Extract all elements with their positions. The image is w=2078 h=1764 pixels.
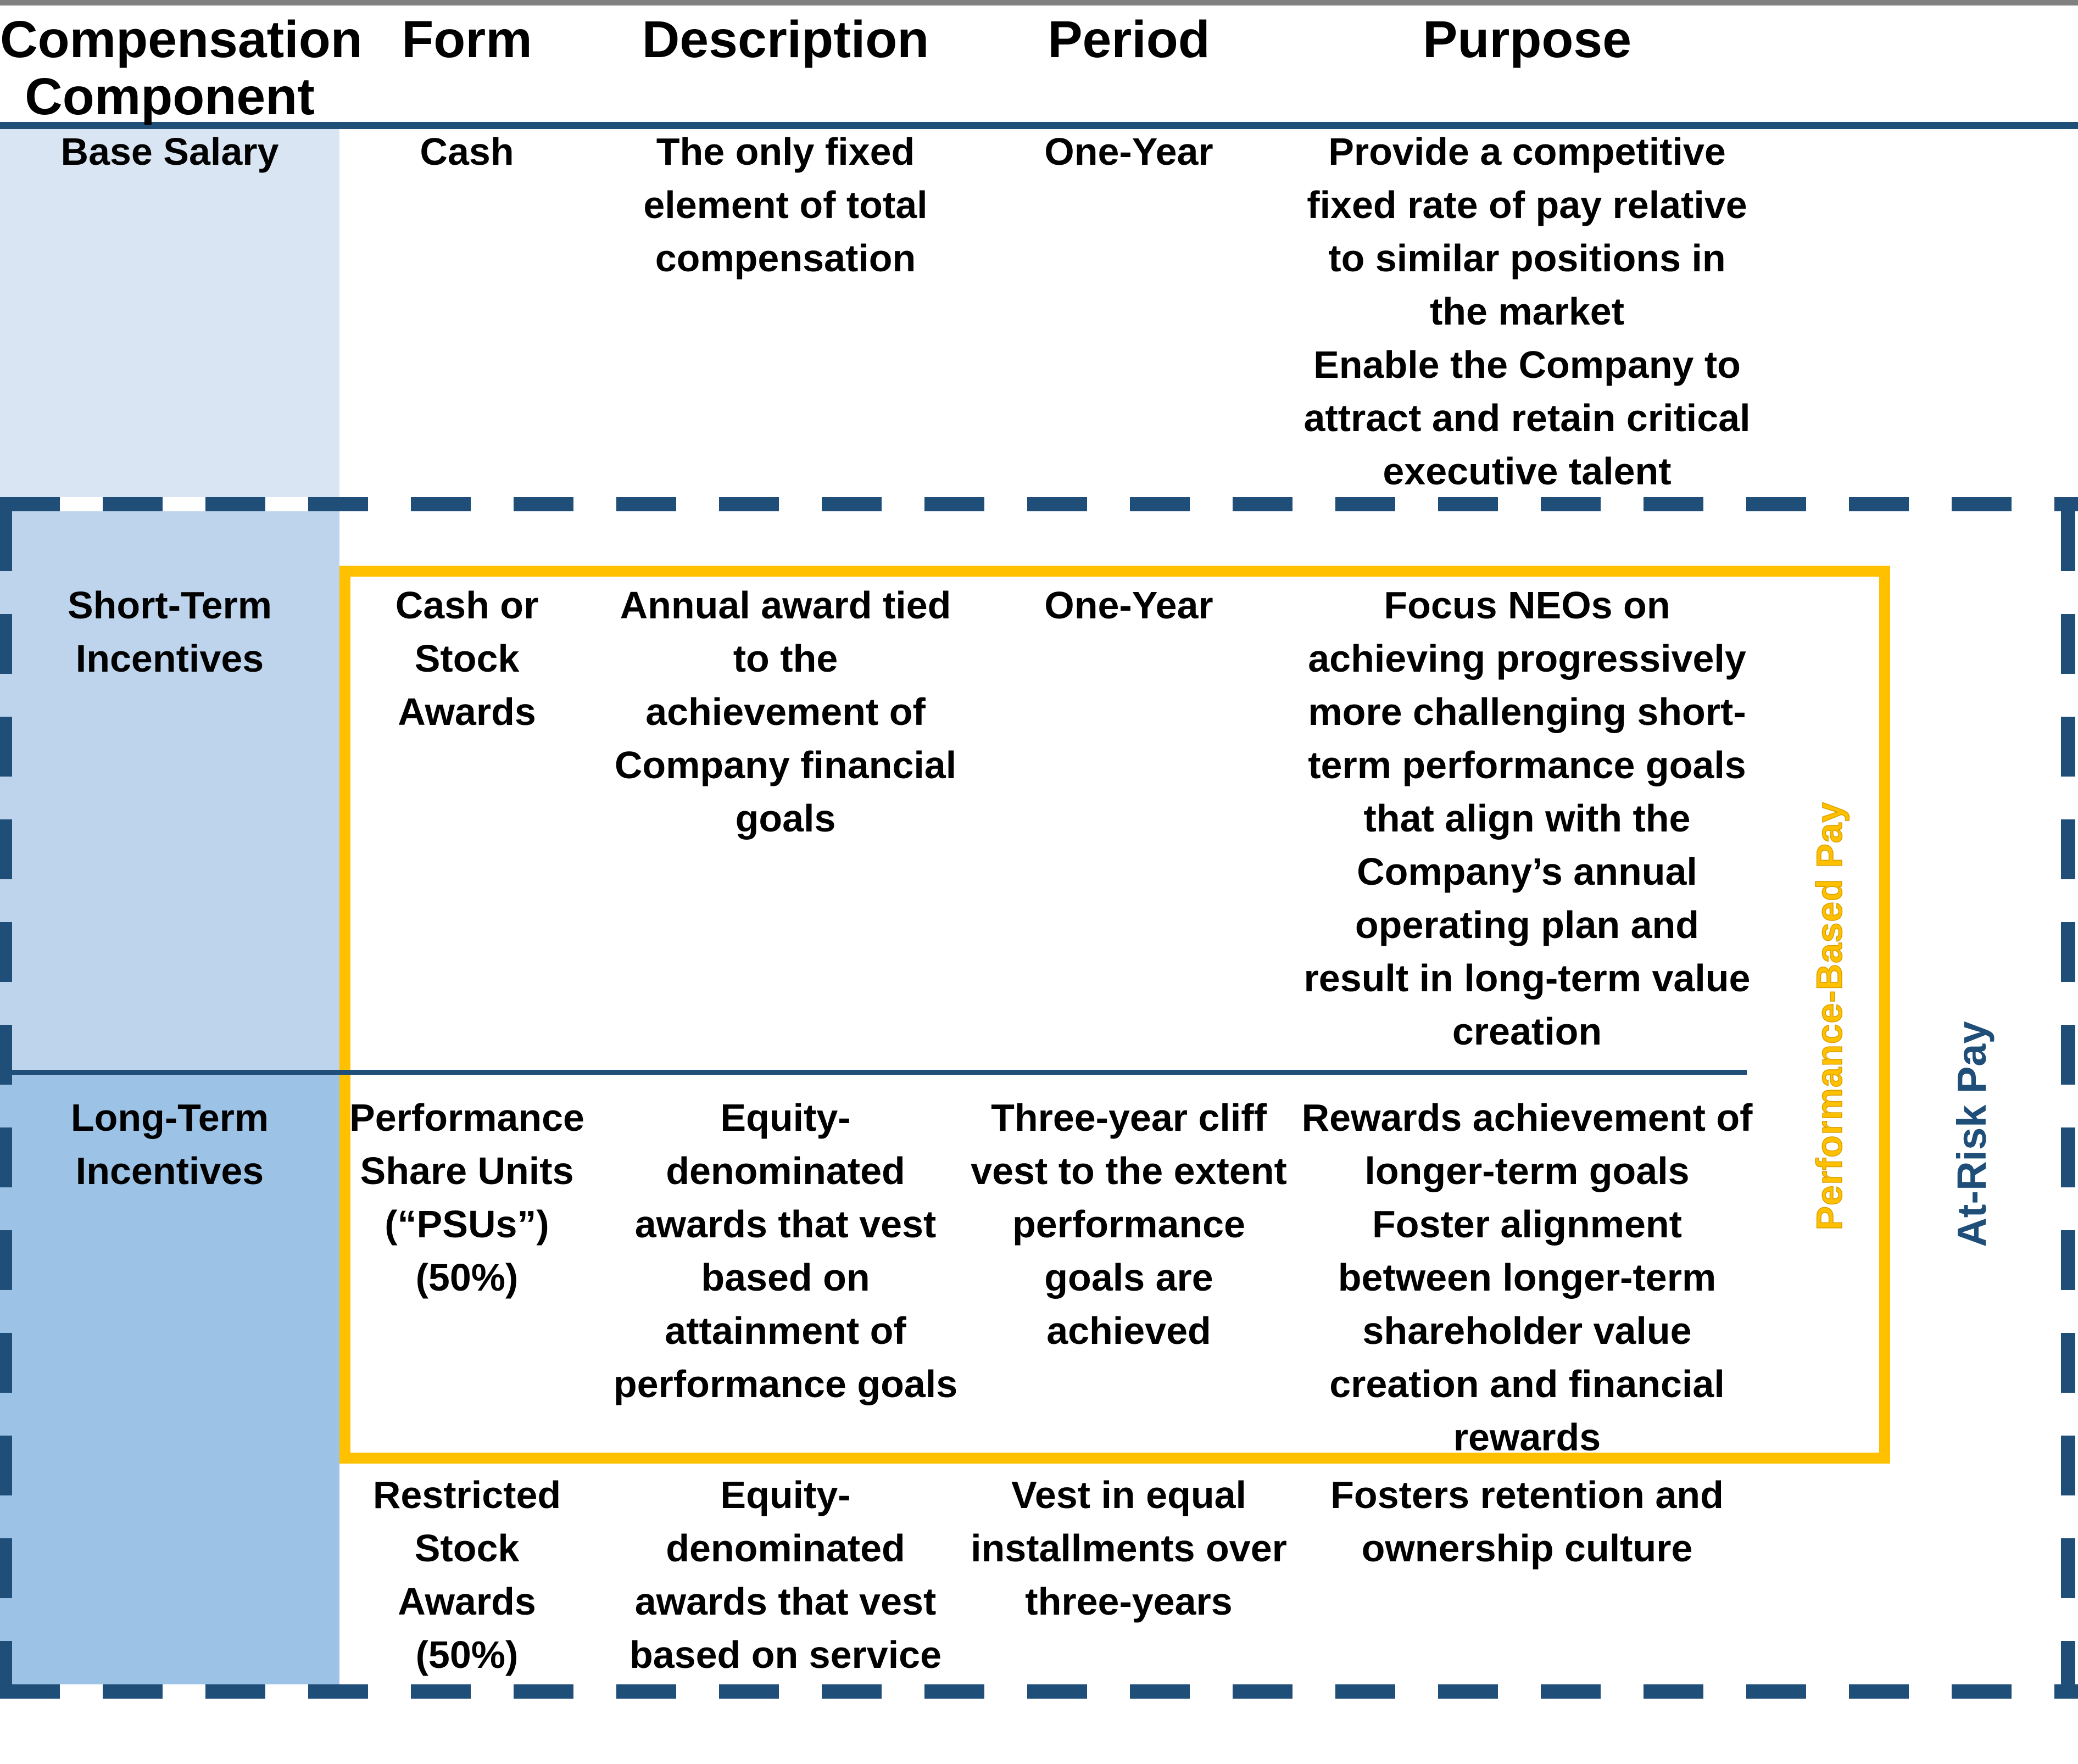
rsa-form: Restricted Stock Awards (50%) [372,1473,561,1676]
base-salary-purpose: Provide a competitive fixed rate of pay … [1303,130,1751,493]
base-salary-component: Base Salary [60,130,279,173]
header-period: Period [1048,10,1210,69]
at-risk-dashed-border-top [0,497,2078,511]
header-underline-rule [0,122,2078,129]
short-term-description: Annual award tied to the achievement of … [614,584,957,840]
header-form: Form [402,10,532,69]
psu-description: Equity- denominated awards that vest bas… [613,1096,958,1405]
performance-based-pay-label: Performance-Based Pay [1808,801,1850,1231]
short-term-component: Short-Term Incentives [67,584,272,680]
psu-form: Performance Share Units (“PSUs”) (50%) [349,1096,584,1299]
at-risk-dashed-border-right [2061,511,2075,1684]
short-term-cell-background [0,511,339,1070]
base-salary-cell-background [0,129,339,497]
short-term-form: Cash or Stock Awards [395,584,539,733]
header-compensation-component: Compensation Component [0,10,363,126]
short-long-divider-rule [11,1070,1747,1075]
at-risk-dashed-border-left [0,511,12,1684]
psu-period: Three-year cliff vest to the extent perf… [971,1096,1287,1352]
short-term-period: One-Year [1044,584,1213,627]
performance-based-pay-highlight-box [339,566,1890,1464]
long-term-component: Long-Term Incentives [70,1096,269,1192]
psu-purpose: Rewards achievement of longer-term goals… [1301,1096,1753,1459]
long-term-cell-background [0,1074,339,1684]
base-salary-description: The only fixed element of total compensa… [643,130,928,280]
top-border-rule [0,0,2078,5]
base-salary-form: Cash [420,130,514,173]
rsa-description: Equity- denominated awards that vest bas… [629,1473,942,1676]
rsa-purpose: Fosters retention and ownership culture [1330,1473,1724,1570]
short-term-purpose: Focus NEOs on achieving progressively mo… [1303,584,1751,1053]
at-risk-dashed-border-bottom [0,1684,2078,1699]
header-description: Description [642,10,929,69]
rsa-period: Vest in equal installments over three-ye… [971,1473,1287,1623]
base-salary-period: One-Year [1044,130,1213,173]
at-risk-pay-label: At-Risk Pay [1949,1021,1995,1247]
header-purpose: Purpose [1422,10,1632,69]
